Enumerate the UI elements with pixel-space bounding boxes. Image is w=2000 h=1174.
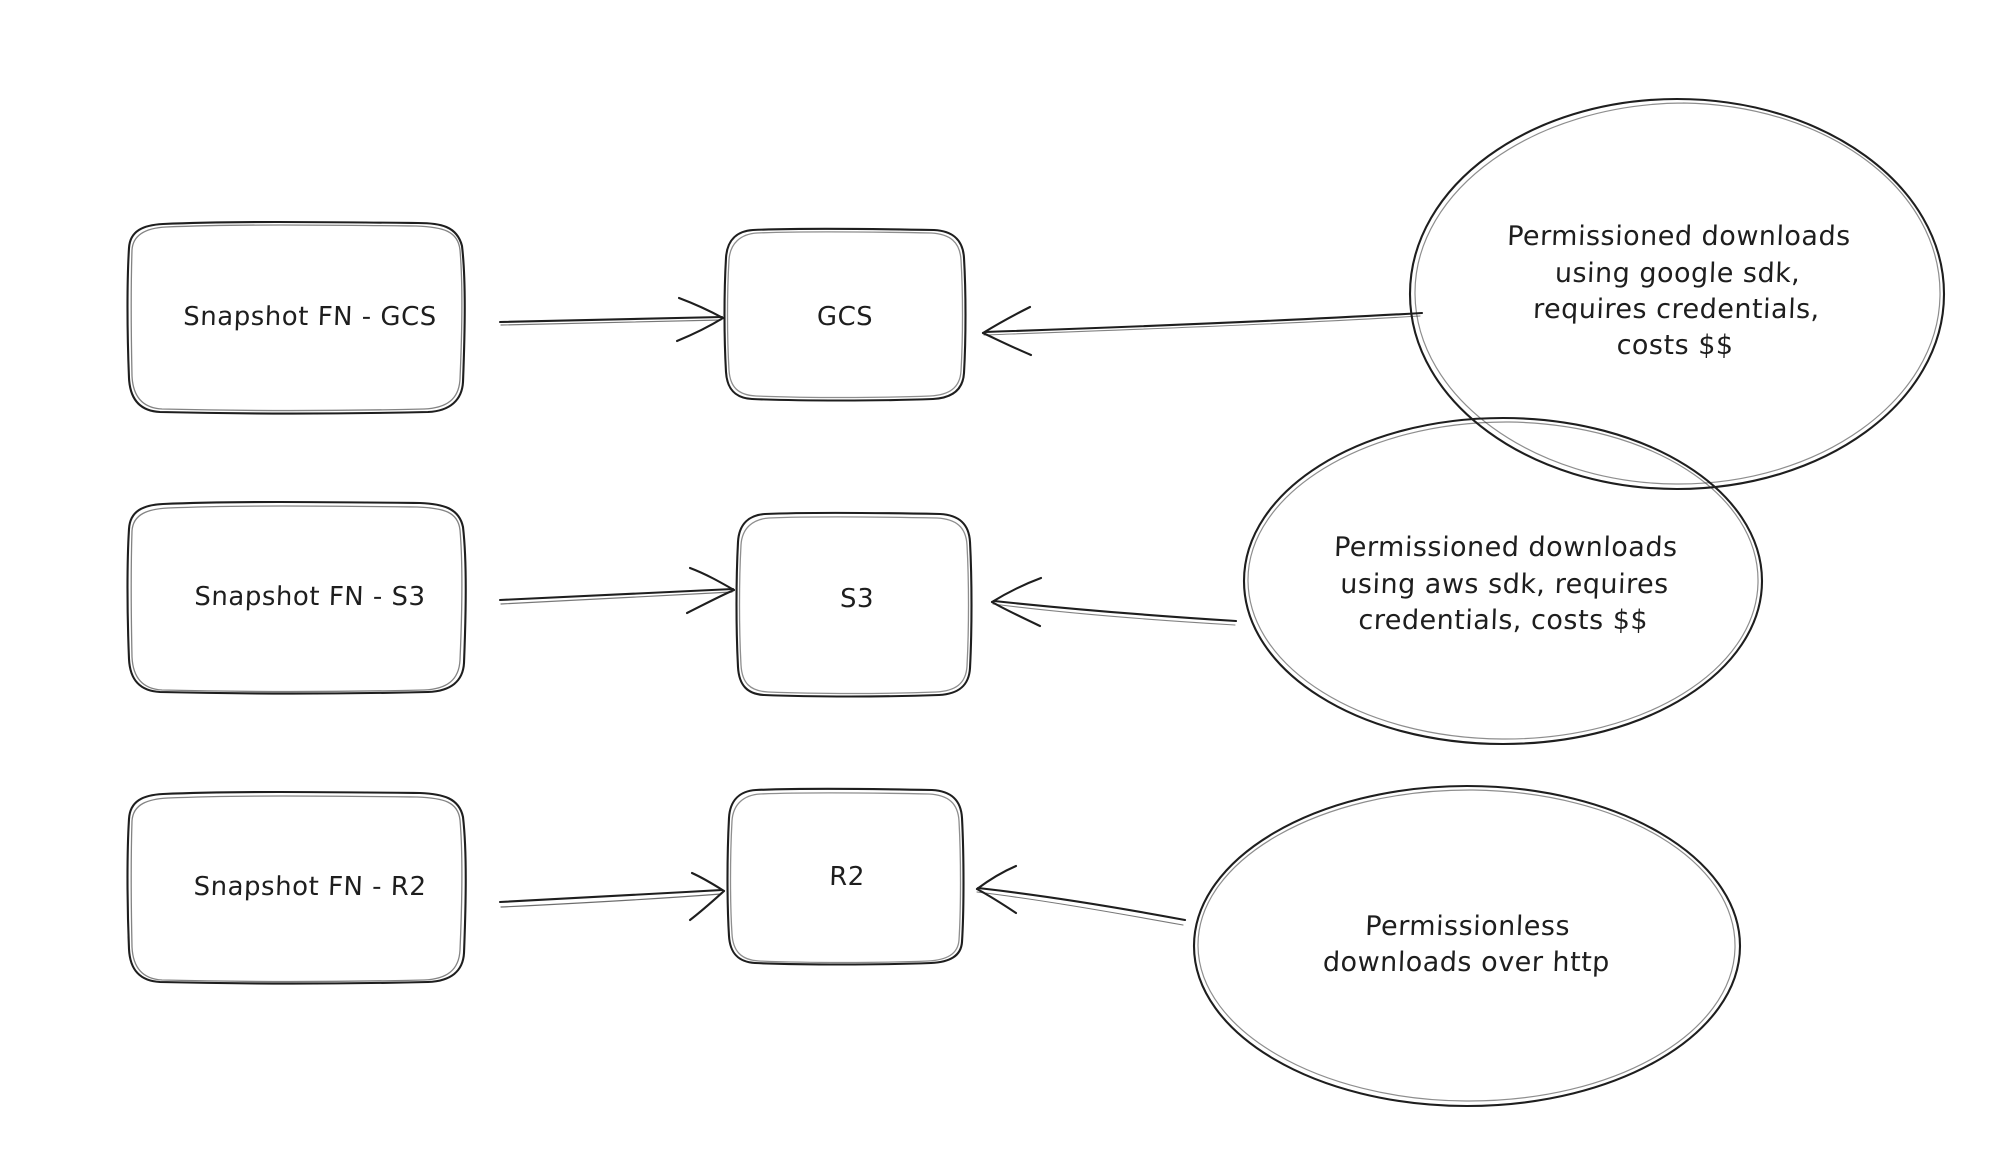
note-shape-gcs (1408, 97, 1946, 491)
arrow-snapshot-fn-gcs-to-gcs (498, 296, 725, 343)
arrow-snapshot-fn-r2-to-r2 (498, 871, 726, 922)
arrow-note-s3-to-s3 (990, 576, 1238, 628)
arrow-snapshot-fn-s3-to-s3 (498, 566, 736, 615)
note-shape-r2 (1192, 784, 1742, 1108)
node-shape-snapshot-fn-s3 (126, 500, 467, 695)
node-shape-snapshot-fn-r2 (126, 790, 467, 985)
note-shape-s3 (1242, 416, 1764, 746)
arrow-note-r2-to-r2 (975, 864, 1187, 926)
node-shape-snapshot-fn-gcs (126, 220, 466, 415)
arrow-note-gcs-to-gcs (981, 305, 1424, 357)
node-shape-r2 (726, 787, 965, 966)
node-shape-s3 (735, 511, 973, 698)
node-shape-gcs (723, 227, 967, 402)
